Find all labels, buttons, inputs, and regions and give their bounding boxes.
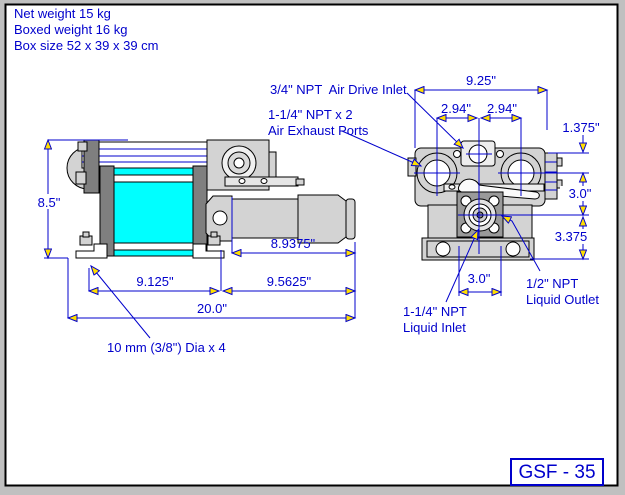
leader-liquid-inlet — [445, 230, 478, 303]
label-air-exhaust-1: 1-1/4" NPT x 2 — [268, 107, 353, 122]
base-plate-inner — [426, 240, 530, 258]
label-air-exhaust-2: Air Exhaust Ports — [268, 123, 369, 138]
label-liquid-inlet-2: Liquid Inlet — [403, 320, 466, 335]
cylinder-plate-right — [192, 165, 208, 257]
muffler-lines — [545, 161, 557, 191]
label-air-drive-inlet: 3/4" NPT Air Drive Inlet — [270, 82, 407, 97]
cylinder-strip-top — [113, 167, 194, 176]
dim-text-outlet-section: 9.5625" — [267, 274, 312, 289]
base-mount-hole-left — [435, 241, 451, 257]
dim-text-port-right: 2.94" — [487, 101, 517, 116]
leader-mounting-holes — [91, 266, 151, 339]
text-backing — [560, 186, 600, 201]
tie-rod-band — [81, 141, 211, 169]
bolt-mid — [75, 171, 87, 185]
leader-liquid-outlet — [502, 216, 541, 272]
screw — [453, 150, 461, 158]
shelf-screw — [260, 178, 268, 184]
ext-line — [458, 246, 502, 296]
text-backing — [549, 229, 594, 244]
valve-step — [268, 151, 277, 179]
cylinder-strip-bottom — [113, 249, 194, 257]
label-liquid-inlet-1: 1-1/4" NPT — [403, 304, 467, 319]
clevis-eye — [212, 210, 228, 226]
foot-bolt-right-head — [210, 231, 218, 238]
dim-text-lower-height: 3.375 — [555, 229, 588, 244]
pump-cylinder — [113, 181, 194, 244]
shelf-tab — [295, 178, 305, 186]
cylinder-band-bottom — [113, 242, 194, 251]
info-boxed-weight: Boxed weight 16 kg — [14, 22, 127, 37]
muffler-stub — [556, 157, 563, 167]
leader-air-drive-inlet — [406, 92, 463, 148]
dim-text-top-offset: 1.375" — [562, 120, 600, 135]
dim-text-port-left: 2.94" — [441, 101, 471, 116]
muffler — [544, 152, 558, 200]
bolt-top — [77, 141, 88, 152]
info-net-weight: Net weight 15 kg — [14, 6, 111, 21]
cylinder-band-top — [113, 174, 194, 183]
label-liquid-outlet-1: 1/2" NPT — [526, 276, 578, 291]
base-mount-hole-right — [505, 241, 521, 257]
foot-left — [75, 243, 108, 259]
valve-cap-inner — [233, 157, 245, 169]
dim-text-mid-height: 3.0" — [569, 186, 592, 201]
cylinder-plate-left — [99, 165, 115, 257]
foot-bolt-left-head — [82, 231, 90, 238]
info-box-size: Box size 52 x 39 x 39 cm — [14, 38, 159, 53]
dim-text-air-drive: 9.125" — [136, 274, 174, 289]
bracket-screw — [448, 184, 456, 190]
foot-right — [192, 243, 225, 259]
screw — [496, 150, 504, 158]
center-line — [414, 153, 544, 174]
annotations: Net weight 15 kg Boxed weight 16 kg Box … — [14, 6, 600, 355]
left-tab — [407, 157, 417, 177]
dim-text-height: 8.5" — [38, 195, 61, 210]
dimension-lines — [44, 90, 589, 339]
text-backing — [32, 194, 65, 209]
dim-text-overall-length: 20.0" — [197, 301, 227, 316]
tie-rod-lines — [82, 148, 210, 163]
hydraulic-end-cap — [345, 198, 356, 240]
muffler-stub — [556, 179, 563, 189]
dim-text-hydraulic: 8.9375" — [271, 236, 316, 251]
dim-text-width: 9.25" — [466, 73, 496, 88]
hydraulic-tube — [231, 198, 299, 239]
side-view-drawing — [66, 139, 356, 259]
label-mounting-holes: 10 mm (3/8") Dia x 4 — [107, 340, 226, 355]
dim-text-base-holes: 3.0" — [468, 271, 491, 286]
leader-air-exhaust — [341, 130, 421, 166]
label-liquid-outlet-2: Liquid Outlet — [526, 292, 599, 307]
model-badge-box — [510, 458, 604, 486]
shelf-screw — [238, 178, 246, 184]
model-badge-label: GSF - 35 — [518, 462, 595, 483]
